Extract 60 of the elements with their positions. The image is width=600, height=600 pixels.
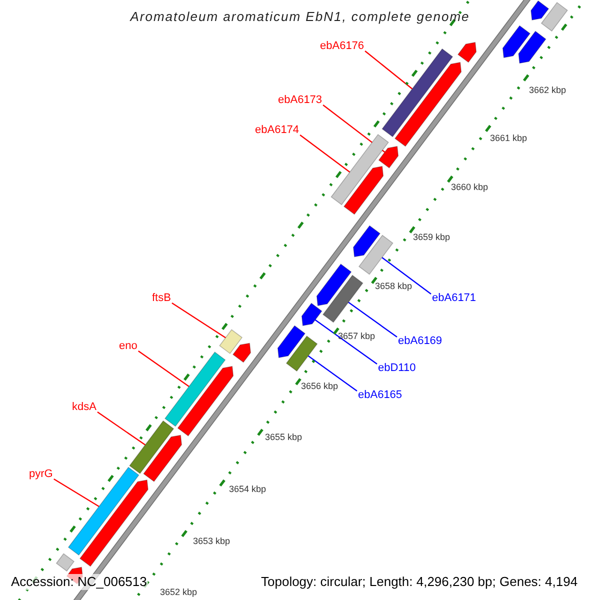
leader-line	[172, 302, 226, 338]
gene-block	[143, 434, 182, 482]
gene-bar	[56, 553, 75, 572]
gene-label: ebA6165	[358, 388, 402, 402]
scale-label: 3656 kbp	[301, 381, 338, 392]
gene-bar	[219, 329, 243, 354]
gene-bar	[68, 466, 140, 556]
gene-block	[277, 325, 306, 358]
leader-line	[300, 134, 350, 173]
gene-block	[316, 264, 352, 306]
leader-line	[308, 355, 358, 392]
leader-line	[97, 412, 146, 446]
gene-block	[79, 480, 148, 567]
leader-line	[54, 478, 100, 508]
gene-block	[530, 0, 550, 20]
scale-label: 3658 kbp	[375, 281, 412, 292]
gene-label: ebA6174	[255, 123, 300, 137]
scale-label: 3662 kbp	[529, 85, 566, 96]
gene-block	[394, 62, 462, 147]
scale-label: 3659 kbp	[413, 232, 450, 243]
gene-label: ebA6173	[278, 93, 322, 107]
scale-label: 3653 kbp	[193, 536, 230, 547]
gene-block	[177, 366, 234, 436]
scale-label: 3657 kbp	[338, 331, 376, 342]
gene-bar	[164, 352, 226, 427]
leader-line	[382, 257, 432, 294]
leader-line	[364, 50, 413, 90]
gene-bar	[382, 48, 454, 138]
gene-block	[378, 146, 399, 168]
gene-block	[518, 30, 546, 64]
gene-label: ebD110	[378, 361, 416, 375]
gene-label: eno	[119, 339, 138, 353]
gene-label: kdsA	[72, 400, 96, 414]
genome-info: Topology: circular; Length: 4,296,230 bp; Genes: 4,194	[260, 574, 579, 590]
gene-block	[457, 42, 477, 63]
gene-block	[343, 166, 384, 215]
gene-label: ebA6171	[432, 291, 476, 305]
leader-line	[314, 319, 378, 364]
genome-info: Accession: NC_006513	[10, 574, 148, 590]
scale-label: 3652 kbp	[160, 587, 198, 598]
gene-bar	[330, 134, 389, 206]
scale-label: 3654 kbp	[229, 484, 266, 495]
gene-bar	[129, 420, 174, 474]
gene-block	[502, 25, 531, 58]
gene-label: ebA6176	[320, 39, 364, 53]
scale-label: 3661 kbp	[490, 133, 528, 144]
gene-label: ebA6169	[398, 334, 442, 348]
leader-line	[138, 350, 190, 387]
gene-block	[232, 342, 252, 363]
map-title: Aromatoleum aromaticum EbN1, complete genome	[130, 8, 470, 26]
gene-bar	[358, 234, 394, 275]
scale-label: 3655 kbp	[265, 432, 302, 443]
gene-bar	[286, 336, 318, 372]
gene-label: pyrG	[29, 467, 53, 481]
gene-bar	[540, 2, 568, 32]
scale-label: 3660 kbp	[451, 182, 488, 193]
gene-block	[352, 225, 381, 258]
gene-label: ftsB	[152, 291, 171, 305]
leader-line	[348, 302, 398, 338]
gene-bar	[322, 274, 364, 323]
